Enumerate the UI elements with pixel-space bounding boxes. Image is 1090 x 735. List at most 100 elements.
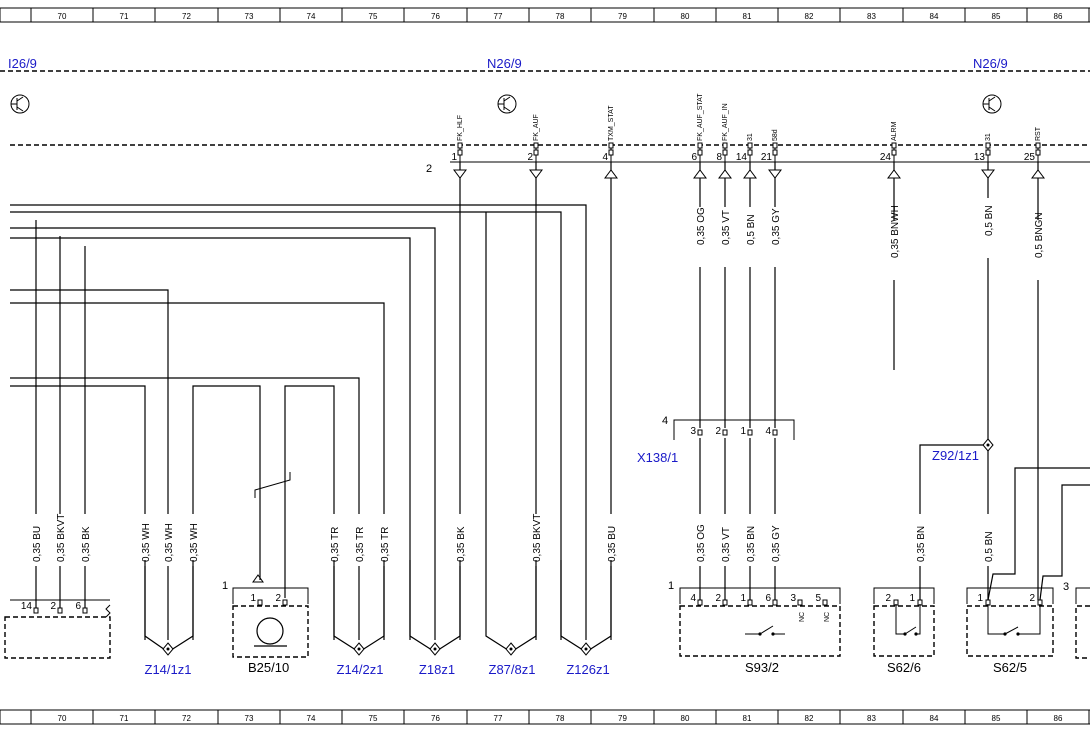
switch-contact-icon bbox=[745, 625, 785, 636]
module-pin-number: 8 bbox=[716, 152, 722, 163]
horn-icon bbox=[256, 617, 284, 645]
wire-label: 0,35 WH bbox=[141, 523, 152, 562]
label-mask bbox=[79, 514, 91, 566]
grid-number: 85 bbox=[992, 714, 1001, 723]
label-mask bbox=[769, 514, 781, 566]
x138-pin-number: 2 bbox=[715, 426, 721, 437]
switch-contact-icon bbox=[987, 604, 1041, 636]
upper-wiring bbox=[10, 162, 1090, 640]
splice-dot bbox=[357, 647, 361, 651]
x138-label: X138/1 bbox=[637, 450, 678, 465]
grid-number: 73 bbox=[245, 12, 254, 21]
signal-name: RST bbox=[1035, 126, 1042, 141]
grid-number: 73 bbox=[245, 714, 254, 723]
grid-number: 72 bbox=[182, 714, 191, 723]
wire-label: 0,35 GY bbox=[771, 208, 782, 245]
wire-label: 0,35 WH bbox=[189, 523, 200, 562]
grid-number: 71 bbox=[120, 12, 129, 21]
splice-label: Z18z1 bbox=[419, 662, 455, 677]
splice-wire bbox=[560, 560, 587, 653]
grid-number: 82 bbox=[805, 714, 814, 723]
transistor-icon bbox=[982, 94, 1002, 114]
connector-number: 2 bbox=[426, 163, 432, 175]
label-mask bbox=[187, 514, 199, 566]
grid-number: 75 bbox=[369, 714, 378, 723]
pin-terminal bbox=[457, 149, 463, 156]
grid-number: 74 bbox=[307, 714, 316, 723]
pin-terminal bbox=[772, 142, 778, 149]
grid-number: 81 bbox=[743, 12, 752, 21]
signal-arrow-icon bbox=[453, 169, 467, 179]
transistor-icon bbox=[10, 94, 30, 114]
module-pin-number: 14 bbox=[736, 152, 748, 163]
splice-wire bbox=[434, 560, 461, 653]
s93-nc-label: NC bbox=[824, 612, 831, 622]
s62-5-label: S62/5 bbox=[993, 660, 1027, 675]
splice-dot bbox=[584, 647, 588, 651]
module-label-left: I26/9 bbox=[8, 56, 37, 71]
wire-label: 0,35 BKVT bbox=[56, 514, 67, 562]
left-pin-number: 14 bbox=[21, 601, 33, 612]
wire-label: 0,35 VT bbox=[721, 210, 732, 245]
splice-label: Z14/1z1 bbox=[145, 662, 192, 677]
module-pin-number: 21 bbox=[761, 152, 773, 163]
label-mask bbox=[982, 198, 994, 258]
pin-terminal bbox=[722, 599, 728, 606]
signal-arrow-icon bbox=[693, 169, 707, 179]
pin-terminal bbox=[608, 142, 614, 149]
left-pin-number: 2 bbox=[50, 601, 56, 612]
splice-z92: Z92/1z1 bbox=[932, 438, 994, 463]
grid-number: 71 bbox=[120, 714, 129, 723]
splice-label: Z14/2z1 bbox=[337, 662, 384, 677]
wire-label: 0,5 BN bbox=[746, 214, 757, 245]
signal-arrow-icon bbox=[718, 169, 732, 179]
signal-name: FK_AUF_IN bbox=[722, 103, 729, 141]
pin-terminal bbox=[747, 429, 753, 436]
signal-name: FK_HLF bbox=[457, 115, 464, 141]
switch-contact-icon bbox=[895, 604, 921, 636]
pin-terminal bbox=[608, 149, 614, 156]
transistor-icon bbox=[497, 94, 517, 114]
module-pin-number: 25 bbox=[1024, 152, 1036, 163]
label-mask bbox=[30, 514, 42, 566]
wire-label: 0,35 GY bbox=[771, 525, 782, 562]
wire-label: 0,35 TR bbox=[380, 527, 391, 562]
label-mask bbox=[139, 514, 151, 566]
pin-terminal bbox=[697, 149, 703, 156]
wire-label: 0,35 TR bbox=[355, 527, 366, 562]
pin-terminal bbox=[697, 142, 703, 149]
b25-ref: 1 bbox=[222, 580, 228, 592]
wire-label: 0,5 BN bbox=[984, 531, 995, 562]
label-mask bbox=[694, 207, 706, 267]
s93-pin-number: 2 bbox=[715, 593, 721, 604]
pin-terminal bbox=[747, 149, 753, 156]
grid-number: 78 bbox=[556, 12, 565, 21]
label-mask bbox=[605, 514, 617, 566]
connector-left: 14 2 6 bbox=[4, 599, 111, 659]
pin-terminal bbox=[797, 599, 803, 606]
s93-nc-label: NC bbox=[799, 612, 806, 622]
splice-label: Z126z1 bbox=[566, 662, 609, 677]
arrow-icon bbox=[252, 574, 264, 583]
grid-number: 76 bbox=[431, 12, 440, 21]
splice-dot bbox=[509, 647, 513, 651]
label-mask bbox=[914, 514, 926, 566]
label-mask bbox=[719, 514, 731, 566]
pin-terminal bbox=[533, 142, 539, 149]
s62-5-pin-number: 2 bbox=[1029, 593, 1035, 604]
label-mask bbox=[769, 207, 781, 267]
label-mask bbox=[54, 514, 66, 566]
grid-number: 83 bbox=[867, 714, 876, 723]
pin-terminal bbox=[33, 607, 39, 614]
label-mask bbox=[719, 207, 731, 267]
pin-terminal bbox=[772, 429, 778, 436]
left-pin-number: 6 bbox=[75, 601, 81, 612]
grid-number: 70 bbox=[58, 714, 67, 723]
x138-pin-number: 4 bbox=[765, 426, 771, 437]
label-mask bbox=[454, 514, 466, 566]
s62-5-pin-number: 1 bbox=[977, 593, 983, 604]
